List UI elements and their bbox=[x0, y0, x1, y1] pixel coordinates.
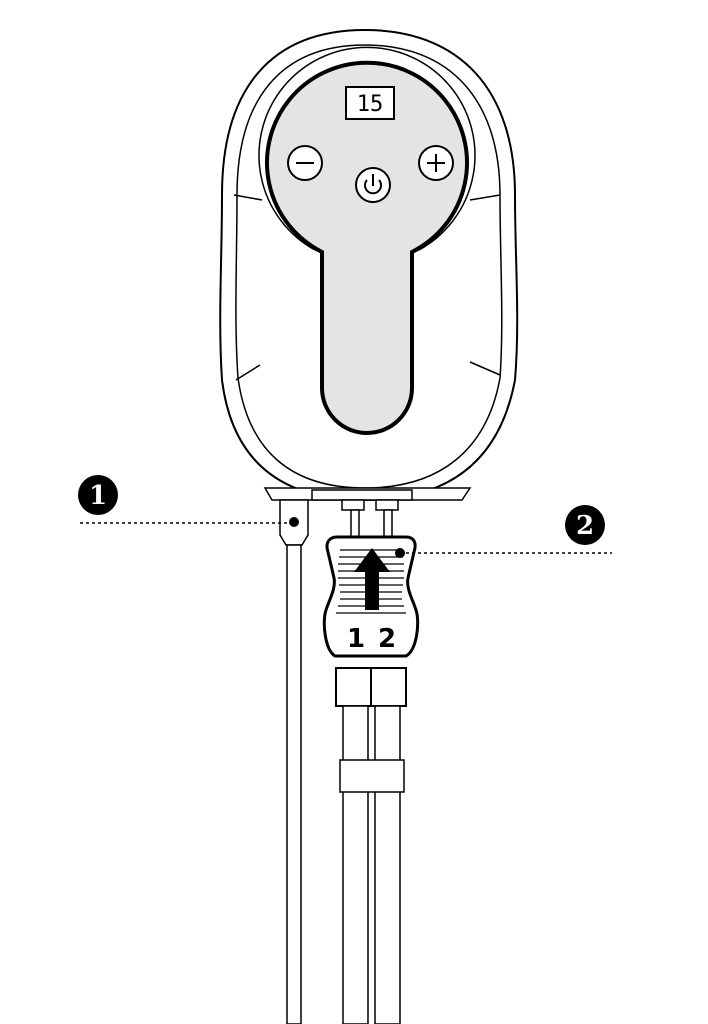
minus-button[interactable] bbox=[287, 145, 323, 181]
power-cord bbox=[279, 499, 309, 1024]
controller-base bbox=[263, 487, 472, 511]
callout-2: 2 bbox=[395, 505, 612, 558]
plug-pin-label-1: 1 bbox=[347, 624, 365, 654]
plug-connector[interactable]: 1 2 bbox=[322, 535, 420, 658]
plus-circle-icon bbox=[427, 154, 445, 172]
display-value: 15 bbox=[357, 92, 384, 117]
callout-1-number: 1 bbox=[89, 481, 107, 511]
plug-strain-relief bbox=[335, 667, 407, 707]
heating-cables bbox=[339, 705, 405, 1024]
arrow-up-icon bbox=[354, 548, 390, 610]
callout-1: 1 bbox=[78, 475, 292, 524]
plus-button[interactable] bbox=[418, 145, 454, 181]
control-panel-ring bbox=[258, 46, 476, 251]
power-icon bbox=[364, 174, 382, 195]
power-button[interactable] bbox=[355, 167, 391, 203]
display-screen: 15 bbox=[345, 86, 395, 120]
callout-2-number: 2 bbox=[576, 511, 594, 541]
body-seam-lines bbox=[233, 194, 501, 381]
plug-pin-label-2: 2 bbox=[378, 624, 396, 654]
